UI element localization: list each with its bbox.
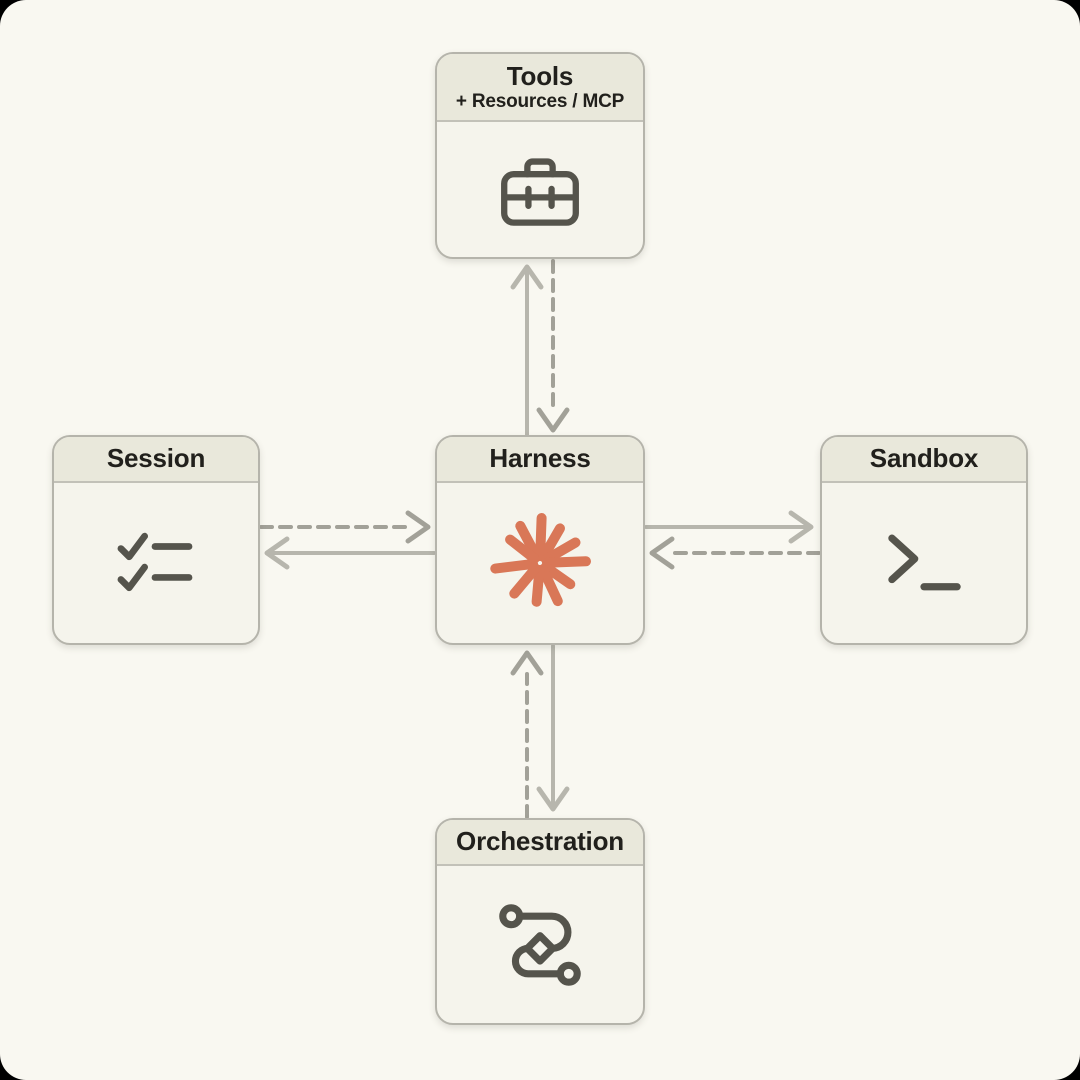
checklist-icon xyxy=(117,532,193,592)
node-session-body xyxy=(54,483,258,643)
node-tools-body xyxy=(437,122,643,257)
toolbox-icon xyxy=(501,157,579,226)
node-harness: Harness xyxy=(435,435,645,645)
node-sandbox-header: Sandbox xyxy=(822,437,1026,483)
arrow-harness-to-sandbox xyxy=(644,510,814,544)
node-harness-title: Harness xyxy=(489,443,591,474)
node-harness-header: Harness xyxy=(437,437,643,483)
node-sandbox-title: Sandbox xyxy=(869,443,979,474)
arrow-sandbox-to-harness xyxy=(649,536,821,570)
arrow-session-to-harness xyxy=(259,510,431,544)
node-orchestration-title: Orchestration xyxy=(456,826,624,857)
arrow-harness-to-session xyxy=(264,536,436,570)
terminal-prompt-icon xyxy=(888,534,961,591)
node-tools-title: Tools xyxy=(506,60,574,91)
arrow-harness-to-tools xyxy=(510,264,544,438)
node-session-title: Session xyxy=(106,443,206,474)
node-session: Session xyxy=(52,435,260,645)
arrow-tools-to-harness xyxy=(536,259,570,433)
node-sandbox-body xyxy=(822,483,1026,643)
node-tools-header: Tools + Resources / MCP xyxy=(437,54,643,122)
node-session-header: Session xyxy=(54,437,258,483)
node-sandbox: Sandbox xyxy=(820,435,1028,645)
claude-starburst-icon xyxy=(490,513,591,607)
node-tools-subtitle: + Resources / MCP xyxy=(455,90,625,112)
arrow-orchestration-to-harness xyxy=(510,650,544,819)
node-harness-body xyxy=(437,483,643,643)
arrow-harness-to-orchestration xyxy=(536,644,570,812)
node-orchestration: Orchestration xyxy=(435,818,645,1025)
node-tools: Tools + Resources / MCP xyxy=(435,52,645,259)
node-orchestration-header: Orchestration xyxy=(437,820,643,866)
route-icon xyxy=(499,903,581,986)
node-orchestration-body xyxy=(437,866,643,1023)
